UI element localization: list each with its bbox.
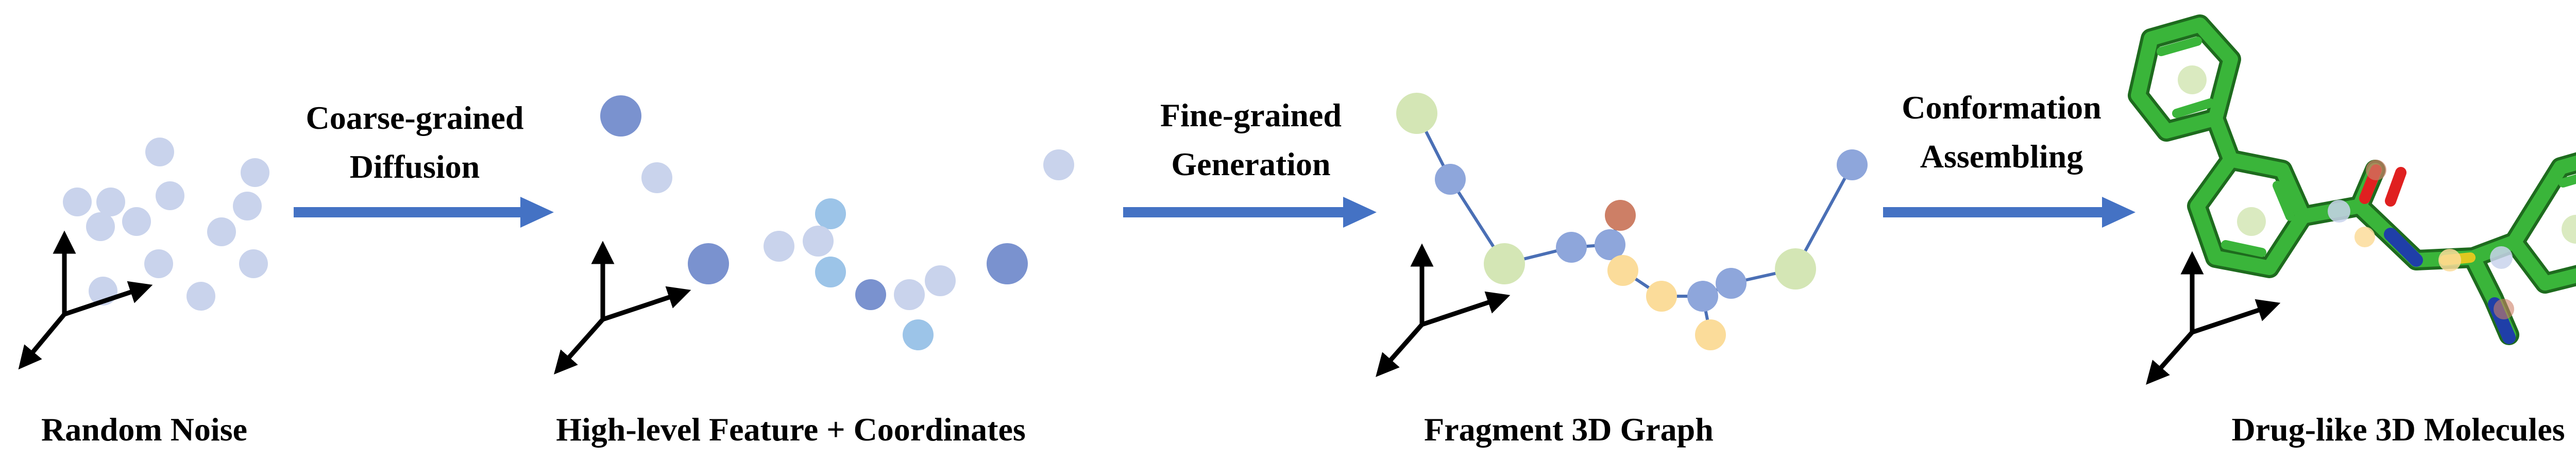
graph-node — [1716, 268, 1747, 299]
coordinate-axes — [1376, 243, 1511, 377]
fragment-overlay — [2237, 207, 2266, 236]
transition-label-line2: Assembling — [1920, 138, 2083, 175]
transition-arrow-head — [520, 197, 554, 228]
coordinate-axes — [18, 230, 153, 370]
graph-node — [1775, 248, 1816, 290]
fragment-overlay — [2562, 215, 2576, 244]
noise-particle — [96, 188, 125, 216]
fragment-overlay — [2328, 200, 2350, 223]
graph-nodes — [1396, 93, 1868, 350]
fragment-graph-panel: Fragment 3D Graph — [1376, 93, 1868, 448]
graph-node — [1556, 232, 1587, 263]
graph-node — [1695, 319, 1726, 350]
graph-node — [1837, 149, 1868, 180]
noise-particle — [233, 192, 262, 220]
transition-label-line1: Conformation — [1902, 89, 2102, 126]
feature-particle — [641, 162, 672, 193]
fragment-overlay — [2494, 299, 2514, 319]
stage-title-random-noise: Random Noise — [41, 411, 247, 448]
transition-arrow-head — [1343, 197, 1377, 228]
feature-particle — [764, 231, 794, 262]
noise-particle — [63, 188, 92, 216]
noise-particle — [86, 212, 115, 241]
feature-particle — [688, 243, 729, 284]
noise-particle — [187, 282, 215, 311]
feature-particle — [1043, 149, 1074, 180]
graph-node — [1435, 164, 1466, 195]
feature-particles — [600, 95, 1074, 350]
coordinate-axes — [2146, 251, 2281, 385]
stage-title-drug-molecules: Drug-like 3D Molecules — [2232, 411, 2565, 448]
stage-title-fragment-graph: Fragment 3D Graph — [1424, 411, 1714, 448]
transition-arrow-head — [2102, 197, 2136, 228]
molecule-aromatic-bonds — [2157, 37, 2576, 257]
graph-node — [1396, 93, 1437, 134]
noise-particles — [63, 138, 269, 311]
stage-title-feature-coordinates: High-level Feature + Coordinates — [556, 411, 1026, 448]
graph-edges — [1415, 112, 1854, 335]
feature-particle — [803, 226, 834, 257]
feature-particle — [855, 279, 886, 310]
noise-particle — [239, 249, 268, 278]
fragment-overlays — [2178, 65, 2576, 319]
graph-node — [1605, 200, 1636, 231]
transition-coarse-grained-diffusion: Coarse-grained Diffusion — [294, 99, 554, 228]
feature-particle — [815, 198, 846, 229]
fragment-overlay — [2178, 65, 2207, 94]
transition-label-line1: Coarse-grained — [306, 99, 523, 136]
feature-panel: High-level Feature + Coordinates — [554, 95, 1074, 448]
noise-particle — [241, 158, 269, 187]
transition-label-line2: Diffusion — [350, 148, 480, 185]
noise-particle — [122, 207, 151, 236]
molecule-panel: Drug-like 3D Molecules — [2128, 14, 2576, 448]
noise-particle — [207, 217, 236, 246]
feature-particle — [987, 243, 1028, 284]
fragment-overlay — [2366, 160, 2386, 180]
random-noise-panel: Random Noise — [18, 138, 269, 448]
graph-node — [1607, 255, 1638, 286]
noise-particle — [144, 249, 173, 278]
fragment-overlay — [2354, 227, 2375, 247]
fragment-overlay — [2490, 246, 2513, 269]
graph-node — [1484, 243, 1525, 284]
graph-node — [1595, 229, 1625, 260]
feature-particle — [600, 95, 641, 137]
coordinate-axes — [554, 241, 691, 375]
transition-label-line2: Generation — [1171, 146, 1330, 182]
graph-node — [1646, 281, 1677, 312]
feature-particle — [815, 257, 846, 287]
molecule-bonds-outline — [2128, 14, 2576, 345]
noise-particle — [145, 138, 174, 166]
transition-label-line1: Fine-grained — [1160, 97, 1342, 133]
noise-particle — [156, 181, 184, 210]
transition-fine-grained-generation: Fine-grained Generation — [1123, 97, 1377, 228]
graph-node — [1687, 281, 1718, 312]
feature-particle — [894, 279, 925, 310]
transition-conformation-assembling: Conformation Assembling — [1883, 89, 2136, 228]
feature-particle — [925, 265, 956, 296]
feature-particle — [903, 319, 934, 350]
fragment-overlay — [2438, 249, 2461, 271]
